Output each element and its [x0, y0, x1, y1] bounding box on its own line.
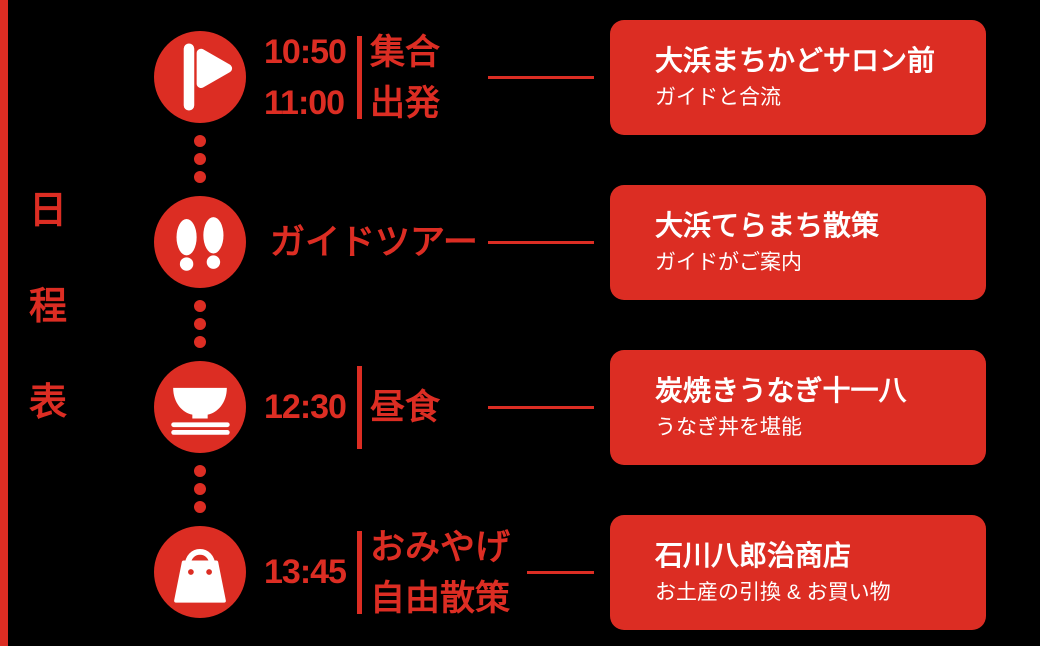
connector-line — [527, 571, 594, 574]
card-subtitle: お土産の引換 & お買い物 — [655, 581, 891, 604]
time-block: 13:45 — [264, 515, 347, 630]
time-value: 13:45 — [264, 553, 347, 591]
timeline-dots — [194, 135, 206, 183]
event-label: おみやげ 自由散策 — [370, 515, 510, 630]
event-label-line: 自由散策 — [370, 578, 511, 618]
shopping-bag-icon — [154, 526, 246, 618]
event-label-line: 昼食 — [370, 388, 441, 427]
time-block: 10:50 11:00 — [264, 20, 347, 135]
flag-icon — [154, 31, 246, 123]
time-label-divider — [357, 36, 362, 119]
event-label-line: 集合 — [370, 32, 441, 72]
title-char: 程 — [28, 286, 67, 328]
event-label: ガイドツアー — [270, 185, 478, 300]
event-label: 昼食 — [370, 350, 440, 465]
timeline-row-guided-tour: ガイドツアー 大浜てらまち散策 ガイドがご案内 — [0, 185, 1040, 300]
event-label-line: ガイドツアー — [270, 223, 478, 262]
card-subtitle: ガイドがご案内 — [655, 251, 802, 274]
left-accent-bar — [0, 0, 8, 646]
connector-line — [488, 241, 594, 244]
time-value: 11:00 — [264, 83, 345, 122]
location-card: 大浜まちかどサロン前 ガイドと合流 — [610, 20, 986, 135]
title-char: 表 — [28, 382, 67, 424]
event-label-line: おみやげ — [370, 527, 511, 567]
rice-bowl-icon — [154, 361, 246, 453]
time-block: 12:30 — [264, 350, 347, 465]
time-value: 12:30 — [264, 388, 347, 426]
time-value: 10:50 — [264, 32, 347, 71]
timeline-row-meet-depart: 10:50 11:00 集合 出発 大浜まちかどサロン前 ガイドと合流 — [0, 20, 1040, 135]
connector-line — [488, 76, 594, 79]
timeline-dots — [194, 300, 206, 348]
card-subtitle: うなぎ丼を堪能 — [655, 416, 802, 439]
footprints-icon — [154, 196, 246, 288]
title-char: 日 — [28, 190, 67, 232]
time-label-divider — [357, 366, 362, 449]
time-label-divider — [357, 531, 362, 614]
timeline-row-lunch: 12:30 昼食 炭焼きうなぎ十一八 うなぎ丼を堪能 — [0, 350, 1040, 465]
event-label-line: 出発 — [370, 83, 441, 123]
card-subtitle: ガイドと合流 — [655, 86, 781, 109]
card-title: 大浜てらまち散策 — [655, 210, 880, 241]
card-title: 大浜まちかどサロン前 — [655, 45, 936, 76]
location-card: 石川八郎治商店 お土産の引換 & お買い物 — [610, 515, 986, 630]
location-card: 大浜てらまち散策 ガイドがご案内 — [610, 185, 986, 300]
card-title: 石川八郎治商店 — [655, 540, 852, 571]
card-title: 炭焼きうなぎ十一八 — [655, 375, 907, 406]
timeline-dots — [194, 465, 206, 513]
timeline-row-souvenir: 13:45 おみやげ 自由散策 石川八郎治商店 お土産の引換 & お買い物 — [0, 515, 1040, 630]
connector-line — [488, 406, 594, 409]
page-title: 日 程 表 — [26, 192, 70, 422]
location-card: 炭焼きうなぎ十一八 うなぎ丼を堪能 — [610, 350, 986, 465]
event-label: 集合 出発 — [370, 20, 440, 135]
